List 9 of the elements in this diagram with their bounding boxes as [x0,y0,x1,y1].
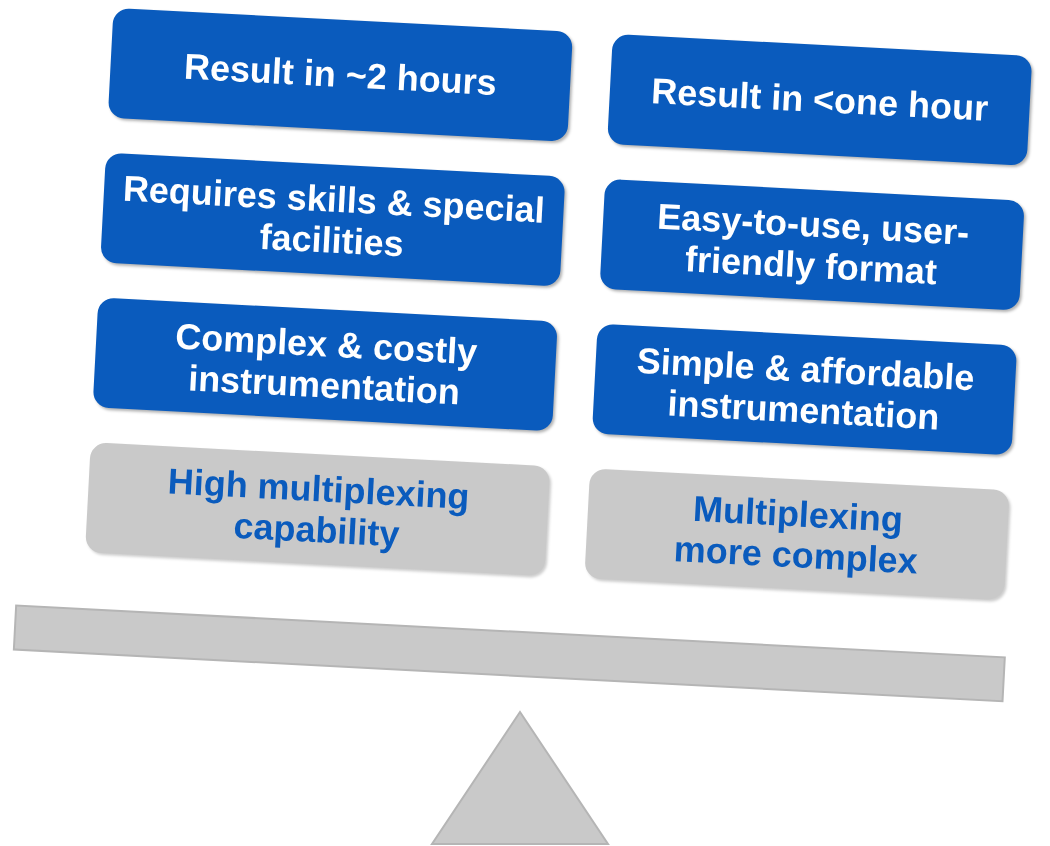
text-block: Simple & affordable instrumentation [591,323,1018,456]
text-block: Complex & costly instrumentation [92,297,558,432]
text-block: Easy-to-use, user-friendly format [599,178,1025,311]
text-block: High multiplexing capability [85,442,551,577]
text-block: Result in <one hour [607,34,1033,166]
fulcrum-triangle [430,710,610,845]
text-block: Result in ~2 hours [107,7,573,142]
text-block: Multiplexing more complex [584,468,1010,601]
text-block: Requires skills & special facilities [100,152,566,287]
